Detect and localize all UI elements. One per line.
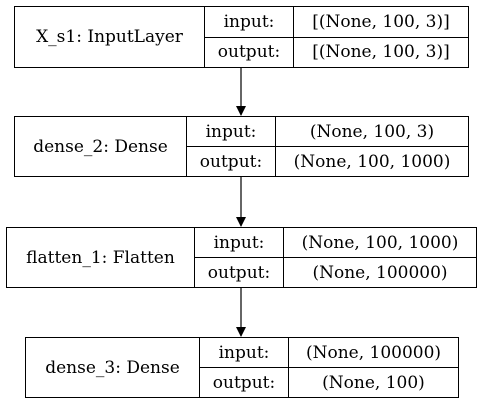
output-label: output:	[187, 147, 276, 176]
output-label: output:	[205, 37, 294, 67]
input-label: input:	[205, 7, 294, 37]
layer-node-dense-2: dense_2: Dense input: (None, 100, 3) out…	[14, 116, 469, 177]
input-label: input:	[187, 117, 276, 146]
output-shape: (None, 100000)	[312, 262, 448, 283]
layer-name: dense_3: Dense	[26, 338, 200, 397]
layer-name: flatten_1: Flatten	[7, 228, 195, 287]
output-shape: [(None, 100, 3)]	[312, 42, 450, 63]
layer-shapes: input: (None, 100000) output: (None, 100…	[200, 338, 458, 397]
output-label: output:	[200, 368, 289, 397]
output-row: output: (None, 100)	[200, 367, 458, 397]
input-row: input: (None, 100, 1000)	[195, 228, 476, 257]
input-row: input: (None, 100000)	[200, 338, 458, 367]
layer-shapes: input: (None, 100, 3) output: (None, 100…	[187, 117, 468, 176]
input-row: input: [(None, 100, 3)]	[205, 7, 468, 37]
output-label: output:	[195, 258, 284, 287]
layer-name: dense_2: Dense	[15, 117, 187, 176]
layer-shapes: input: (None, 100, 1000) output: (None, …	[195, 228, 476, 287]
output-shape: (None, 100, 1000)	[293, 151, 451, 172]
input-shape: [(None, 100, 3)]	[312, 11, 450, 32]
layer-name: X_s1: InputLayer	[15, 7, 205, 67]
output-row: output: [(None, 100, 3)]	[205, 36, 468, 67]
input-shape: (None, 100000)	[305, 342, 442, 363]
input-label: input:	[195, 228, 284, 257]
input-shape: (None, 100, 3)	[309, 121, 435, 142]
output-row: output: (None, 100000)	[195, 257, 476, 287]
input-shape: (None, 100, 1000)	[301, 232, 459, 253]
input-row: input: (None, 100, 3)	[187, 117, 468, 146]
layer-node-flatten-1: flatten_1: Flatten input: (None, 100, 10…	[6, 227, 477, 288]
output-shape: (None, 100)	[322, 372, 425, 393]
layer-shapes: input: [(None, 100, 3)] output: [(None, …	[205, 7, 468, 67]
layer-node-dense-3: dense_3: Dense input: (None, 100000) out…	[25, 337, 459, 398]
output-row: output: (None, 100, 1000)	[187, 146, 468, 176]
input-label: input:	[200, 338, 289, 367]
layer-node-x-s1: X_s1: InputLayer input: [(None, 100, 3)]…	[14, 6, 469, 68]
